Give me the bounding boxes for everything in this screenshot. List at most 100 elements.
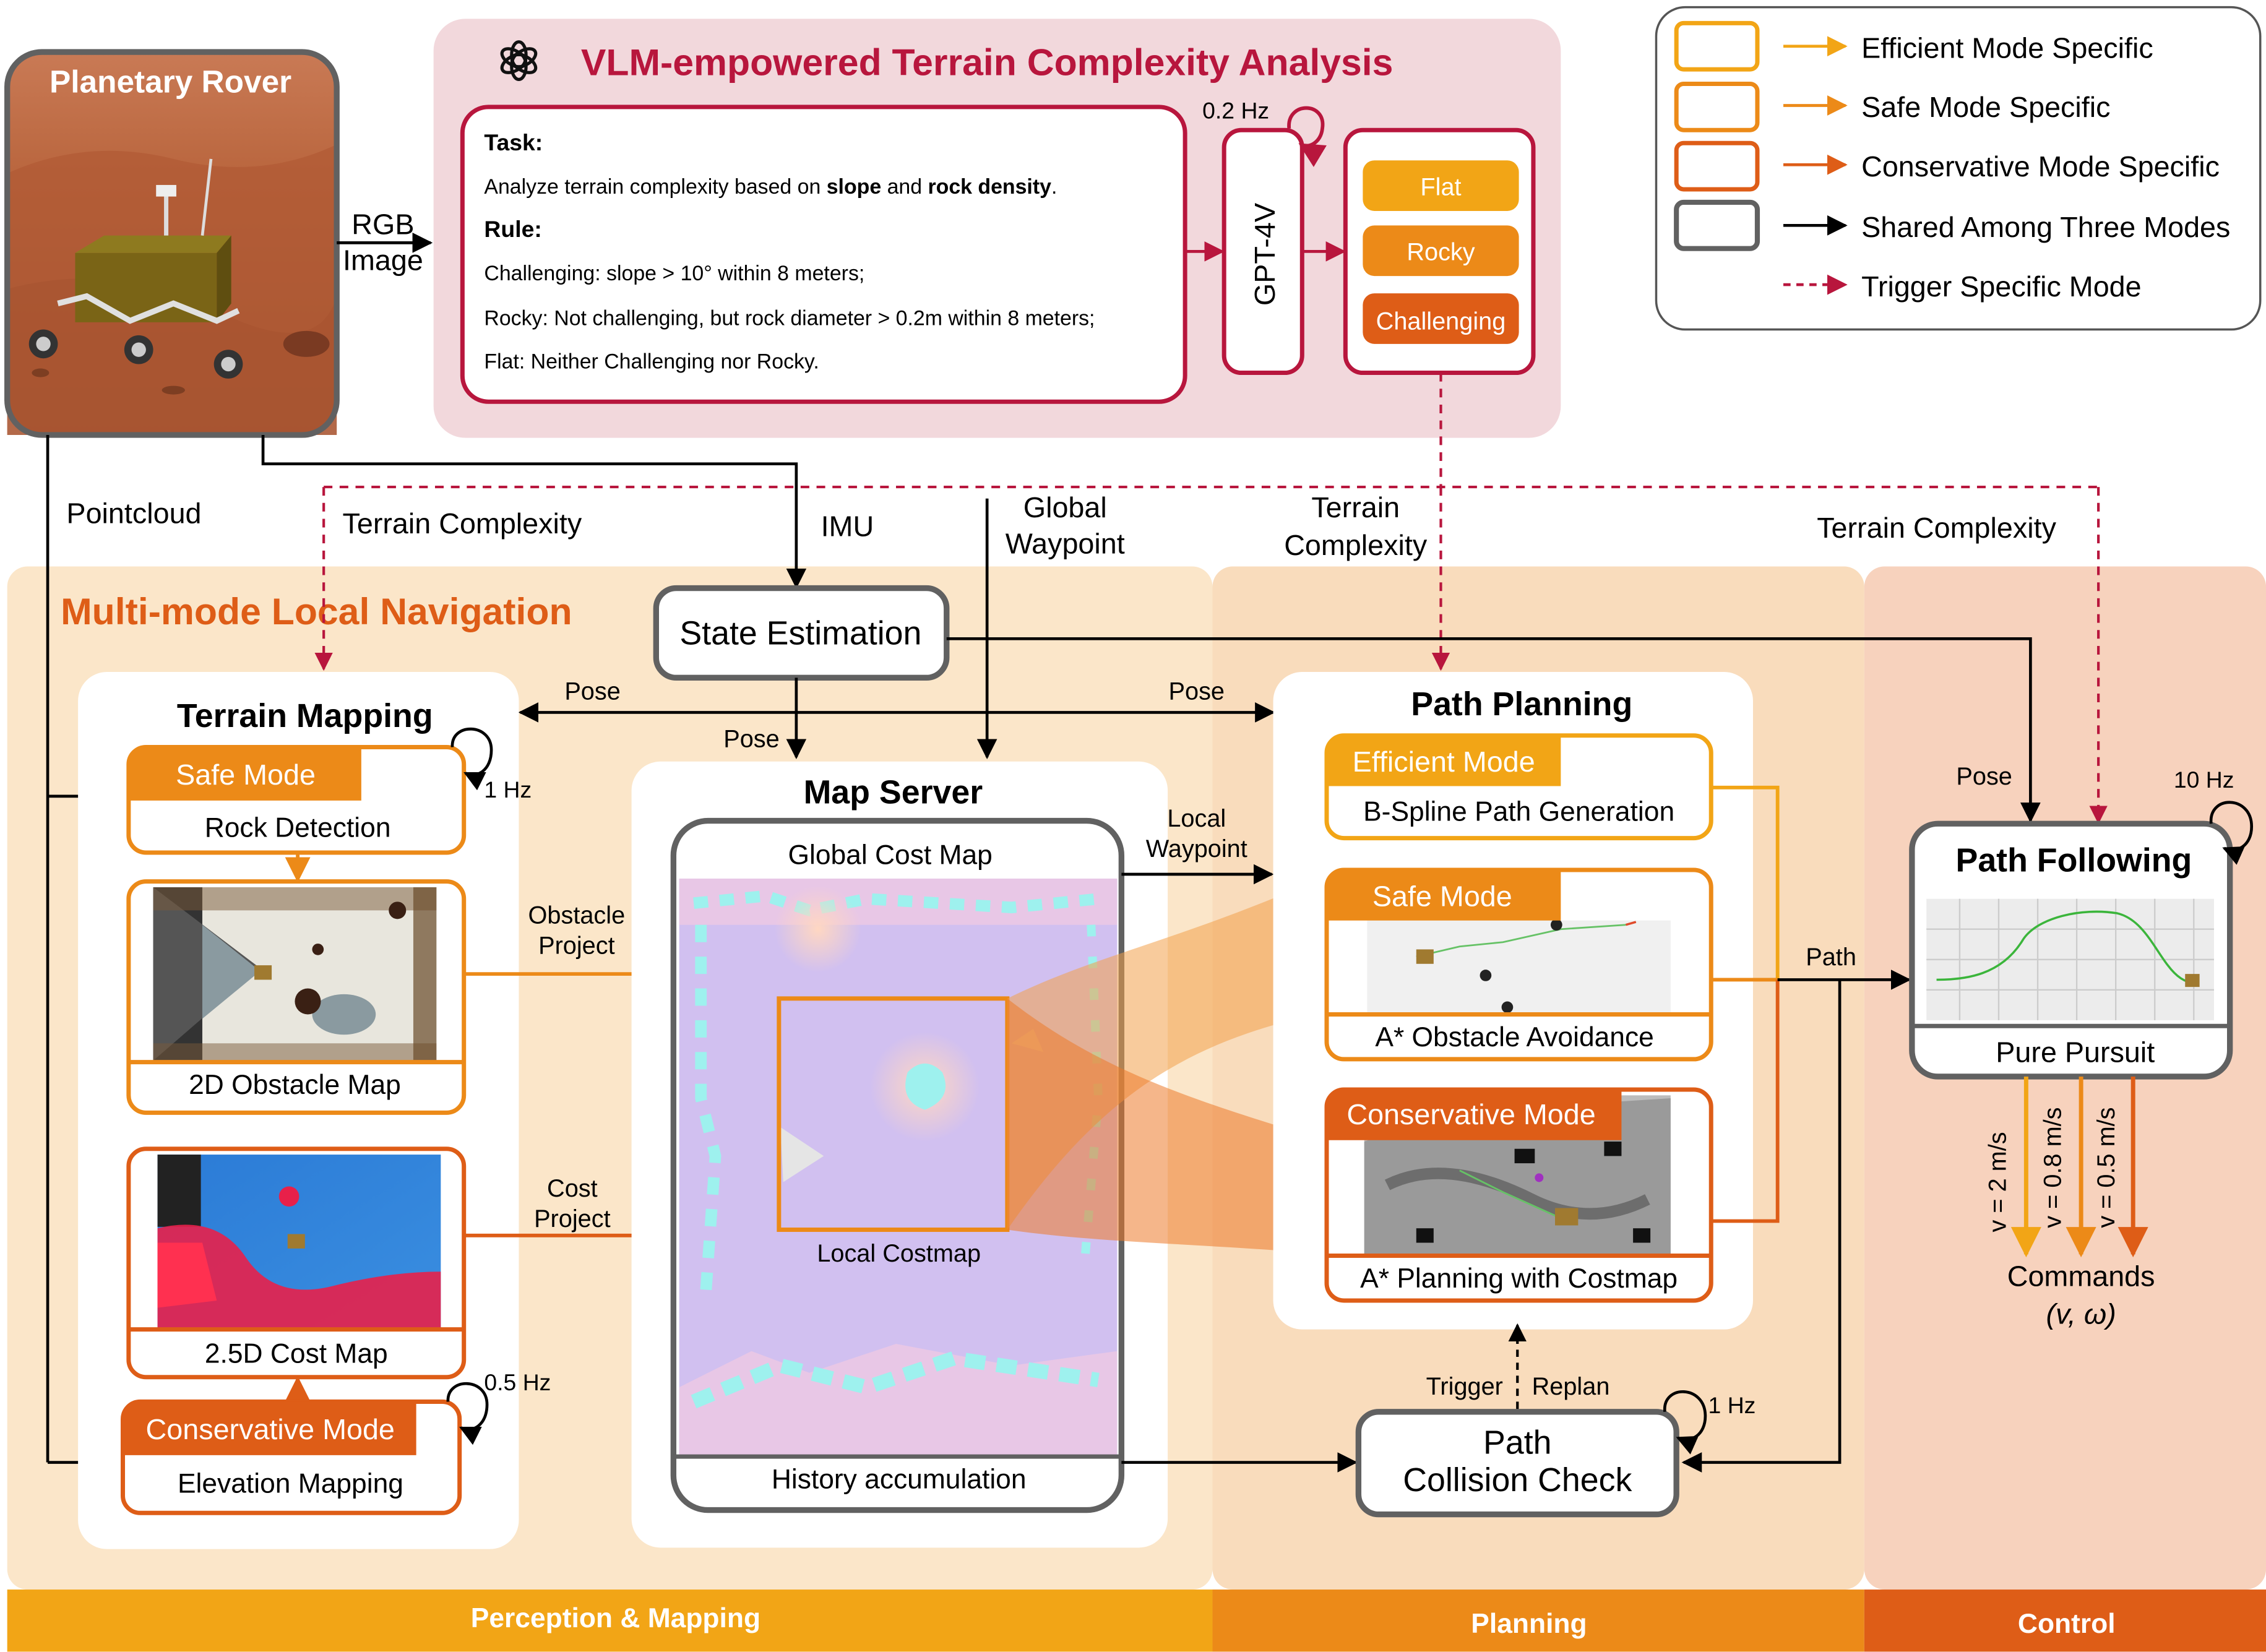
efficient-mode-tab-label: Efficient Mode — [1353, 746, 1535, 778]
planning-bar — [1212, 1590, 1864, 1652]
pure-pursuit-plot — [1926, 898, 2214, 1020]
bspline-label: B-Spline Path Generation — [1363, 797, 1674, 827]
cost-project-label-2: Project — [534, 1205, 611, 1233]
map-server-title: Map Server — [804, 774, 983, 811]
global-cost-map-label: Global Cost Map — [788, 840, 992, 871]
local-costmap-fan-safe — [1007, 874, 1330, 1230]
terrain-complexity-label-1: Terrain Complexity — [343, 507, 582, 540]
local-waypoint-label-2: Waypoint — [1146, 835, 1247, 863]
collision-check-label-1: Path — [1483, 1424, 1551, 1461]
path-label: Path — [1806, 944, 1856, 971]
cost-map-label: 2.5D Cost Map — [205, 1338, 388, 1369]
rock-detection-label: Rock Detection — [205, 812, 391, 843]
astar-obstacle-image — [1367, 919, 1671, 1013]
control-bar — [1864, 1590, 2266, 1652]
output-rocky-label: Rocky — [1407, 238, 1475, 265]
rgb-label-1: RGB — [351, 208, 414, 240]
path-to-collision-check — [1681, 979, 1842, 1473]
legend-efficient-swatch — [1674, 20, 1760, 72]
output-rocky-badge — [1363, 225, 1519, 277]
obstacle-map-label: 2D Obstacle Map — [189, 1070, 401, 1100]
vlm-title: VLM-empowered Terrain Complexity Analysi… — [581, 41, 1394, 83]
global-waypoint-label-2: Waypoint — [1006, 527, 1125, 559]
rock-detection-loop-icon — [450, 727, 493, 791]
astar-obstacle-label: A* Obstacle Avoidance — [1375, 1022, 1653, 1052]
path-merge-conservative — [1711, 979, 1780, 1223]
perception-bar — [7, 1590, 1213, 1652]
rule-rocky: Rocky: Not challenging, but rock diamete… — [484, 306, 1095, 330]
conservative-mode-tab-planning — [1326, 1089, 1622, 1140]
path-planning-title: Path Planning — [1411, 686, 1632, 723]
legend-shared-label: Shared Among Three Modes — [1861, 211, 2230, 243]
obstacle-project-label-2: Project — [538, 932, 615, 959]
elevation-mapping-label: Elevation Mapping — [178, 1469, 403, 1499]
imu-arrow — [261, 434, 807, 589]
rock-detection-rate: 1 Hz — [484, 777, 532, 802]
history-label: History accumulation — [772, 1465, 1027, 1495]
multimode-title: Multi-mode Local Navigation — [61, 590, 572, 632]
safe-mode-tab — [128, 747, 361, 801]
state-estimation-box — [653, 585, 950, 681]
cost-map-image — [157, 1155, 441, 1328]
velocity-safe-label: v = 0.8 m/s — [2039, 1107, 2066, 1228]
imu-label: IMU — [821, 510, 874, 542]
state-estimation-label: State Estimation — [679, 615, 921, 652]
commands-label: Commands — [2007, 1260, 2155, 1293]
pure-pursuit-label: Pure Pursuit — [1996, 1036, 2155, 1069]
legend-safe-label: Safe Mode Specific — [1861, 91, 2110, 123]
gpt4v-loop-icon — [1287, 106, 1327, 167]
output-challenging-badge — [1363, 293, 1519, 344]
rgb-label-2: Image — [343, 244, 423, 277]
pose-label-right: Pose — [1169, 678, 1225, 705]
collision-loop-icon — [1663, 1390, 1707, 1455]
section-label-control: Control — [2018, 1609, 2116, 1639]
efficient-mode-tab — [1326, 735, 1561, 786]
collision-check-label-2: Collision Check — [1403, 1461, 1632, 1499]
legend-conservative-swatch — [1674, 140, 1760, 192]
collision-check-box — [1355, 1409, 1679, 1518]
rover-title: Planetary Rover — [50, 63, 291, 99]
commands-sub-label: (v, ω) — [2046, 1297, 2116, 1330]
openai-logo-icon — [500, 40, 538, 82]
rule-flat: Flat: Neither Challenging nor Rocky. — [484, 350, 819, 374]
legend-trigger-label: Trigger Specific Mode — [1861, 270, 2142, 303]
pointcloud-label: Pointcloud — [66, 497, 201, 529]
path-following-rate: 10 Hz — [2174, 767, 2234, 793]
pose-label-pf: Pose — [1956, 763, 2012, 790]
legend-efficient-label: Efficient Mode Specific — [1861, 32, 2153, 64]
global-waypoint-label-1: Global — [1023, 491, 1107, 523]
path-following-loop-icon — [2209, 801, 2254, 865]
local-costmap-fan-conservative — [1007, 998, 1330, 1255]
cost-project-label-1: Cost — [547, 1175, 598, 1202]
conservative-mode-tab-label: Conservative Mode — [146, 1413, 395, 1445]
safe-mode-tab-planning-label: Safe Mode — [1372, 880, 1512, 912]
path-following-title: Path Following — [1956, 841, 2192, 879]
replan-label: Replan — [1532, 1373, 1610, 1400]
path-merge-efficient — [1711, 785, 1780, 980]
astar-costmap-label: A* Planning with Costmap — [1360, 1263, 1678, 1294]
gpt4v-label: GPT-4V — [1249, 203, 1281, 306]
collision-rate: 1 Hz — [1708, 1392, 1756, 1418]
rover-image — [4, 49, 340, 438]
legend-shared-swatch — [1674, 199, 1760, 251]
output-flat-badge — [1363, 160, 1519, 211]
gpt4v-rate: 0.2 Hz — [1202, 98, 1269, 124]
output-challenging-label: Challenging — [1376, 308, 1506, 335]
safe-mode-tab-label: Safe Mode — [176, 759, 316, 791]
terrain-mapping-title: Terrain Mapping — [177, 697, 433, 734]
gpt4v-box — [1221, 127, 1304, 376]
pose-label-left: Pose — [564, 678, 620, 705]
trigger-dashed-main — [324, 372, 2099, 489]
local-costmap-label: Local Costmap — [817, 1240, 981, 1267]
rule-challenging: Challenging: slope > 10° within 8 meters… — [484, 262, 864, 285]
obstacle-map-image — [153, 887, 437, 1061]
legend-box — [1655, 6, 2262, 331]
terrain-complexity-label-3: Terrain Complexity — [1817, 512, 2056, 544]
pose-label-down: Pose — [723, 725, 779, 752]
pose-to-path-following — [946, 637, 2041, 823]
elevation-loop-icon — [446, 1382, 489, 1445]
safe-mode-tab-planning — [1326, 869, 1561, 921]
elevation-rate: 0.5 Hz — [484, 1369, 551, 1395]
velocity-conservative-label: v = 0.5 m/s — [2093, 1107, 2120, 1228]
